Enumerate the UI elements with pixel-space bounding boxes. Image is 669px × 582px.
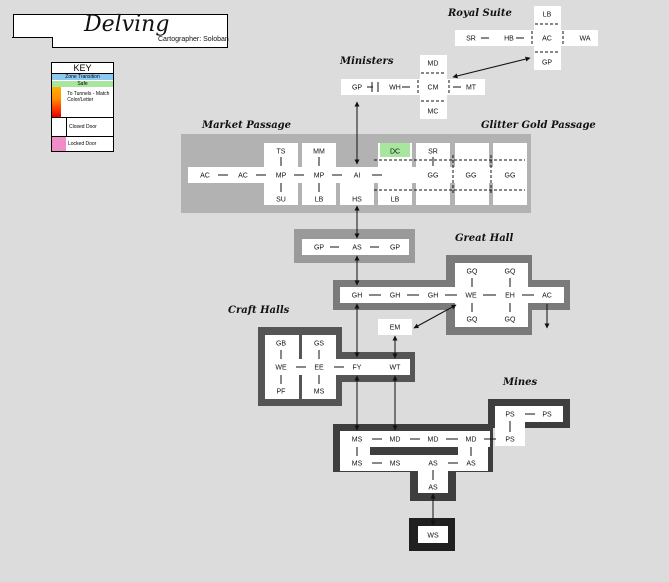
room-label-gh-gq1: GQ bbox=[467, 269, 478, 276]
map-key: KEY Zone Transition Safe To Tunnels - Ma… bbox=[51, 62, 114, 152]
room-label-mk-gg1: GG bbox=[428, 173, 439, 180]
zone-links bbox=[354, 56, 531, 526]
key-closed-door-label: Closed Door bbox=[69, 124, 97, 130]
room-label-mn-md3: MD bbox=[466, 437, 477, 444]
tunnel-color-swatch bbox=[52, 87, 62, 117]
zone-title-royal-suite: Royal Suite bbox=[448, 8, 512, 19]
room-label-gh-we: WE bbox=[465, 293, 477, 300]
room-label-gh-ac: AC bbox=[542, 293, 552, 300]
node-labels: LB SR HB AC WA GP MD GP WH CM MT MC TS MM DC SR AC AC MP MP… bbox=[200, 12, 591, 540]
room-label-gh-gq4: GQ bbox=[505, 317, 516, 324]
zone-title-mines: Mines bbox=[503, 377, 538, 388]
room-label-gh-gh1: GH bbox=[352, 293, 363, 300]
key-zone-transition: Zone Transition bbox=[52, 74, 113, 81]
room-label-mn-ms2: MS bbox=[352, 461, 363, 468]
zone-title-great-hall: Great Hall bbox=[455, 233, 514, 244]
key-tunnels-label: To Tunnels - Match Color/Letter bbox=[67, 91, 110, 103]
zone-title-ministers: Ministers bbox=[340, 56, 394, 67]
key-closed-door: Closed Door bbox=[52, 117, 113, 136]
room-label-mk-ac2: AC bbox=[238, 173, 248, 180]
room-label-gh-gh3: GH bbox=[428, 293, 439, 300]
zone-title-market-passage: Market Passage bbox=[202, 120, 292, 131]
room-label-mi-gp: GP bbox=[352, 85, 362, 92]
room-label-as-gp2: GP bbox=[390, 245, 400, 252]
room-label-mn-as2: AS bbox=[466, 461, 476, 468]
room-label-mk-hs: HS bbox=[352, 197, 362, 204]
room-label-mk-sr: SR bbox=[428, 149, 438, 156]
room-label-mk-mp2: MP bbox=[314, 173, 325, 180]
room-label-mk-ac1: AC bbox=[200, 173, 210, 180]
locked-door-swatch bbox=[52, 137, 66, 151]
room-label-ch-we: WE bbox=[275, 365, 287, 372]
room-label-ch-gs: GS bbox=[314, 341, 324, 348]
room-label-mi-mc: MC bbox=[428, 109, 439, 116]
zone-title-glitter-gold-passage: Glitter Gold Passage bbox=[481, 120, 596, 131]
room-label-ch-em: EM bbox=[390, 325, 401, 332]
room-label-mk-ai: AI bbox=[354, 173, 361, 180]
room-label-mi-wh: WH bbox=[389, 85, 401, 92]
room-label-rs-gp: GP bbox=[542, 60, 552, 67]
room-label-mn-as3: AS bbox=[428, 485, 438, 492]
key-locked-door: Locked Door bbox=[52, 136, 113, 151]
corridors bbox=[188, 6, 598, 543]
room-label-mi-mt: MT bbox=[466, 85, 477, 92]
room-label-mi-md: MD bbox=[428, 61, 439, 68]
room-label-mi-cm: CM bbox=[428, 85, 439, 92]
room-label-ws: WS bbox=[427, 533, 439, 540]
room-label-mn-as1: AS bbox=[428, 461, 438, 468]
door-marks bbox=[371, 82, 379, 92]
title-notch bbox=[12, 37, 53, 48]
room-label-ch-gb: GB bbox=[276, 341, 286, 348]
key-tunnels: To Tunnels - Match Color/Letter bbox=[52, 87, 113, 117]
corridor-lines bbox=[218, 37, 535, 480]
room-label-mk-ts: TS bbox=[277, 149, 286, 156]
room-label-rs-ac: AC bbox=[542, 36, 552, 43]
room-label-mn-md2: MD bbox=[428, 437, 439, 444]
room-label-gh-gq3: GQ bbox=[467, 317, 478, 324]
room-label-rs-sr: SR bbox=[466, 36, 476, 43]
room-label-mk-gg3: GG bbox=[505, 173, 516, 180]
room-label-mk-mm: MM bbox=[313, 149, 325, 156]
key-locked-door-label: Locked Door bbox=[68, 141, 97, 147]
room-label-ch-wt: WT bbox=[390, 365, 402, 372]
room-label-as-as: AS bbox=[352, 245, 362, 252]
room-label-ch-ms: MS bbox=[314, 389, 325, 396]
room-label-mn-ps2: PS bbox=[542, 412, 552, 419]
room-label-mk-lb1: LB bbox=[315, 197, 324, 204]
room-label-gh-gh2: GH bbox=[390, 293, 401, 300]
room-label-mk-dc: DC bbox=[390, 149, 400, 156]
room-label-gh-eh: EH bbox=[505, 293, 515, 300]
key-safe: Safe bbox=[52, 81, 113, 87]
room-label-mk-mp1: MP bbox=[276, 173, 287, 180]
key-title: KEY bbox=[52, 63, 113, 74]
room-label-mn-md1: MD bbox=[390, 437, 401, 444]
room-label-rs-wa: WA bbox=[579, 36, 590, 43]
room-label-mn-ps1: PS bbox=[505, 412, 515, 419]
room-label-mk-lb2: LB bbox=[391, 197, 400, 204]
room-label-ch-ee: EE bbox=[314, 365, 324, 372]
closed-door-swatch bbox=[52, 118, 67, 136]
room-label-mk-gg2: GG bbox=[466, 173, 477, 180]
closed-doors bbox=[374, 23, 564, 195]
room-label-mn-ms1: MS bbox=[352, 437, 363, 444]
room-label-gh-gq2: GQ bbox=[505, 269, 516, 276]
room-label-rs-hb: HB bbox=[504, 36, 514, 43]
room-label-as-gp1: GP bbox=[314, 245, 324, 252]
safe-room bbox=[380, 143, 410, 157]
room-label-ch-pf: PF bbox=[277, 389, 286, 396]
room-label-mk-su: SU bbox=[276, 197, 286, 204]
room-label-rs-lb: LB bbox=[543, 12, 552, 19]
room-label-ch-fy: FY bbox=[353, 365, 362, 372]
room-label-mn-ms3: MS bbox=[390, 461, 401, 468]
zone-title-craft-halls: Craft Halls bbox=[228, 305, 290, 316]
cartographer-credit: Cartographer: Soloban bbox=[158, 36, 229, 43]
map-title: Delving bbox=[84, 12, 170, 37]
room-label-mn-ps3: PS bbox=[505, 437, 515, 444]
